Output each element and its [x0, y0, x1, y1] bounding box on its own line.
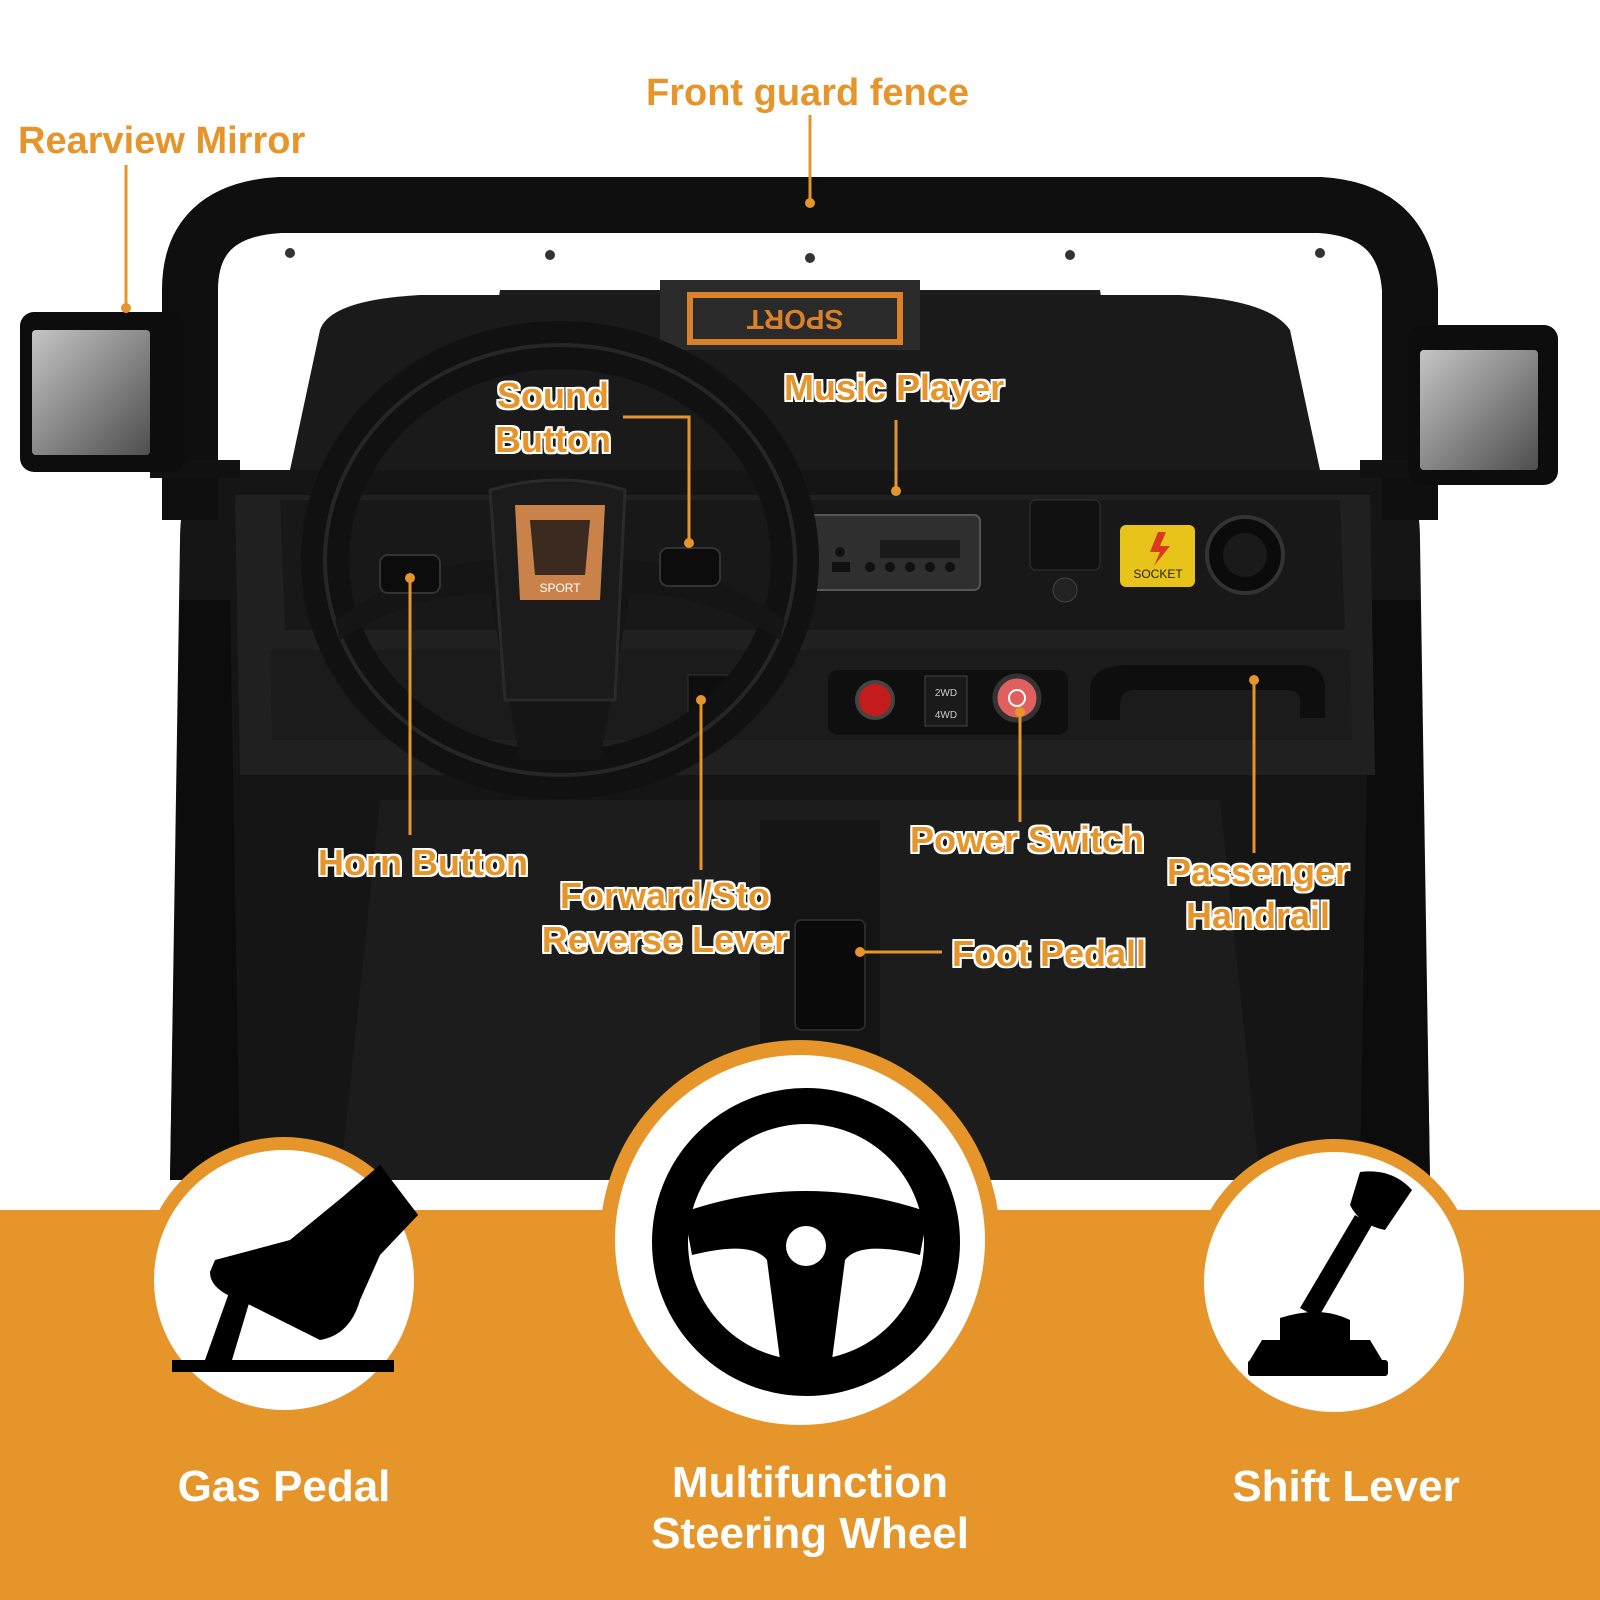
sound-button: [659, 547, 721, 587]
feature-label-steering-wheel-line1: Multifunction: [671, 1458, 949, 1507]
label-sound-button-line1: Sound: [497, 375, 609, 416]
label-sound-button-line2: Button: [495, 419, 611, 460]
label-power-switch: Power Switch: [910, 819, 1145, 860]
label-music-player: Music Player: [784, 367, 1005, 408]
gas-pedal-icon: [172, 1165, 418, 1372]
passenger-handrail: [1090, 665, 1325, 720]
foot-pedal: [794, 919, 866, 1031]
shift-lever-icon: [1248, 1171, 1412, 1376]
callout-leaders: [121, 115, 1259, 957]
steering-wheel-icon: [652, 1088, 960, 1396]
label-passenger-handrail: Passenger Handrail: [1158, 854, 1358, 934]
hood-badge: SPORT: [660, 280, 920, 350]
label-forward-reverse-lever: Forward/Sto Reverse Lever: [540, 878, 790, 958]
label-rearview-mirror: Rearview Mirror: [18, 120, 306, 162]
socket-text: SOCKET: [1133, 567, 1183, 581]
label-forward-reverse-line1: Forward/Sto: [559, 875, 770, 916]
label-horn-button: Horn Button: [318, 842, 528, 883]
feature-label-steering-wheel: Multifunction Steering Wheel: [600, 1458, 1020, 1559]
label-sound-button: Sound Button: [490, 378, 616, 458]
label-forward-reverse-line2: Reverse Lever: [541, 919, 789, 960]
label-passenger-handrail-line2: Handrail: [1185, 895, 1331, 936]
drive-4wd-text: 4WD: [935, 710, 957, 721]
usb-cover: [1029, 499, 1101, 571]
hood-badge-text: SPORT: [747, 304, 843, 335]
label-passenger-handrail-line1: Passenger: [1166, 851, 1350, 892]
power-switch: [992, 673, 1042, 723]
label-foot-pedal: Foot Pedall: [952, 933, 1147, 974]
feature-label-steering-wheel-line2: Steering Wheel: [651, 1508, 969, 1558]
drive-2wd-text: 2WD: [935, 688, 957, 699]
feature-label-shift-lever: Shift Lever: [1232, 1462, 1460, 1511]
red-button: [855, 680, 895, 720]
front-guard-fence: [162, 177, 1438, 520]
wheel-badge-text: SPORT: [539, 581, 581, 595]
steering-wheel: SPORT: [301, 321, 819, 799]
feature-circle-steering-wheel: [600, 1040, 1000, 1440]
socket: SOCKET: [1120, 525, 1195, 587]
music-player: [809, 514, 981, 591]
label-front-guard-fence: Front guard fence: [646, 72, 970, 114]
feature-circle-gas-pedal: [141, 1137, 427, 1423]
rearview-mirror-left: [20, 312, 240, 478]
drive-mode-switch: 2WD 4WD: [924, 675, 968, 727]
feature-label-gas-pedal: Gas Pedal: [177, 1462, 391, 1511]
feature-circle-shift-lever: [1191, 1139, 1477, 1425]
rearview-mirror-right: [1360, 325, 1558, 485]
